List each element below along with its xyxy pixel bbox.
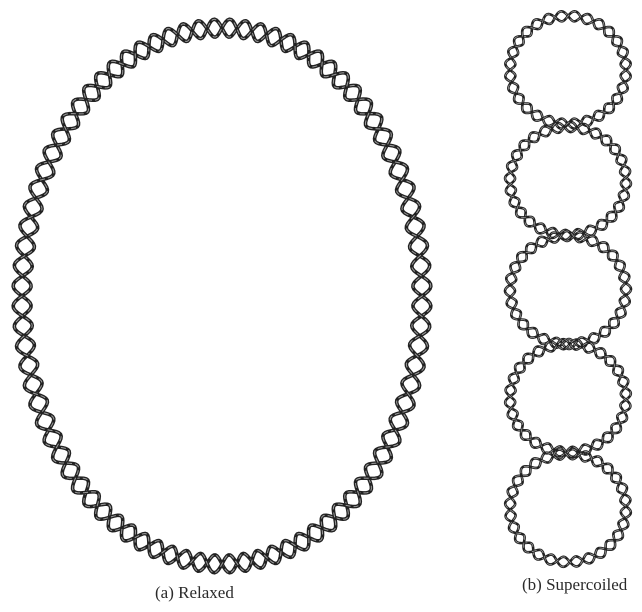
- supercoiled-strand-b: [506, 231, 629, 349]
- supercoiled-loop: [505, 339, 631, 457]
- supercoiled-loop: [505, 449, 631, 567]
- supercoiled-strand-b-highlight: [506, 231, 629, 349]
- caption-relaxed: (a) Relaxed: [155, 583, 234, 603]
- relaxed-strand-b-highlight: [13, 19, 431, 573]
- relaxed-strand-b: [13, 19, 431, 573]
- relaxed-strand-a: [13, 19, 431, 573]
- supercoiled-loop: [505, 122, 631, 240]
- relaxed-dna-helix: [13, 19, 431, 573]
- supercoiled-loop: [505, 11, 630, 128]
- supercoiled-loop: [505, 231, 631, 349]
- relaxed-strand-a-highlight: [13, 19, 431, 573]
- supercoiled-dna-helix: [505, 11, 631, 566]
- caption-supercoiled: (b) Supercoiled: [522, 575, 627, 595]
